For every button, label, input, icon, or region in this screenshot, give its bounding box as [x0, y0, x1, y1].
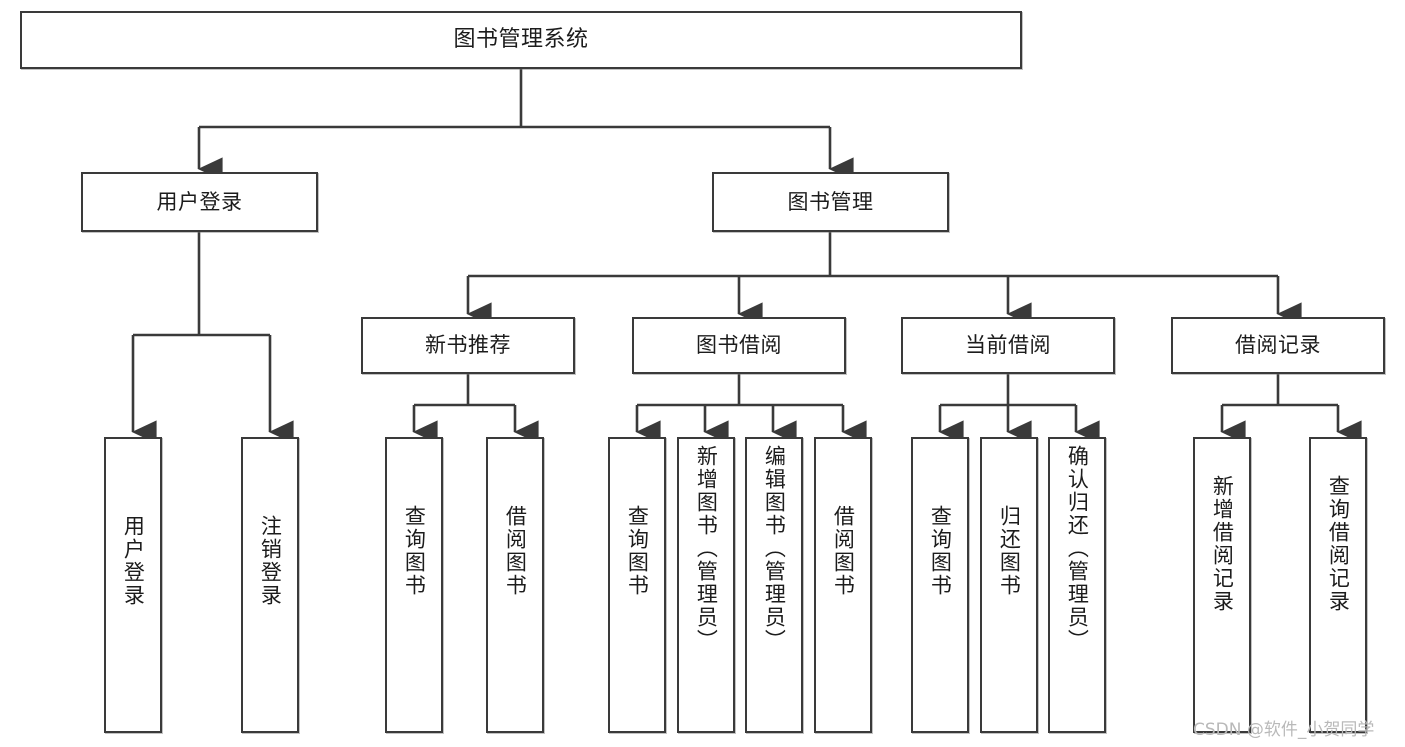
- node-leaf-edit-book-label: 编辑图书（管理员）: [762, 445, 787, 652]
- node-leaf-logout-login[interactable]: 注销登录: [241, 437, 299, 733]
- node-borrow-record[interactable]: 借阅记录: [1171, 317, 1385, 374]
- node-leaf-user-login-label: 用户登录: [121, 515, 146, 607]
- node-user-login[interactable]: 用户登录: [81, 172, 318, 232]
- node-leaf-query-record-label: 查询借阅记录: [1326, 475, 1351, 613]
- node-new-book-rec-label: 新书推荐: [425, 333, 511, 358]
- node-leaf-return-book-label: 归还图书: [997, 505, 1022, 597]
- node-user-login-label: 用户登录: [156, 189, 243, 214]
- node-leaf-query-book-3[interactable]: 查询图书: [911, 437, 969, 733]
- node-leaf-query-book-1[interactable]: 查询图书: [385, 437, 443, 733]
- node-leaf-borrow-book-2[interactable]: 借阅图书: [814, 437, 872, 733]
- node-leaf-return-book[interactable]: 归还图书: [980, 437, 1038, 733]
- node-leaf-add-record[interactable]: 新增借阅记录: [1193, 437, 1251, 733]
- node-leaf-query-book-2-label: 查询图书: [625, 505, 650, 597]
- node-leaf-borrow-book-1-label: 借阅图书: [503, 505, 528, 597]
- node-leaf-edit-book[interactable]: 编辑图书（管理员）: [745, 437, 803, 733]
- csdn-watermark: CSDN @软件_小贺同学: [1193, 720, 1375, 740]
- node-current-borrow-label: 当前借阅: [965, 333, 1051, 358]
- node-book-manage-label: 图书管理: [787, 189, 874, 214]
- node-borrow-record-label: 借阅记录: [1235, 333, 1321, 358]
- node-leaf-logout-login-label: 注销登录: [258, 515, 283, 607]
- node-leaf-add-book-label: 新增图书（管理员）: [694, 445, 719, 652]
- node-leaf-query-book-3-label: 查询图书: [928, 505, 953, 597]
- node-leaf-confirm-return[interactable]: 确认归还（管理员）: [1048, 437, 1106, 733]
- node-leaf-borrow-book-2-label: 借阅图书: [831, 505, 856, 597]
- node-book-borrow-label: 图书借阅: [696, 333, 782, 358]
- node-leaf-query-book-2[interactable]: 查询图书: [608, 437, 666, 733]
- node-root[interactable]: 图书管理系统: [20, 11, 1022, 69]
- node-leaf-borrow-book-1[interactable]: 借阅图书: [486, 437, 544, 733]
- node-leaf-add-record-label: 新增借阅记录: [1210, 475, 1235, 613]
- node-leaf-query-record[interactable]: 查询借阅记录: [1309, 437, 1367, 733]
- node-leaf-query-book-1-label: 查询图书: [402, 505, 427, 597]
- node-leaf-user-login[interactable]: 用户登录: [104, 437, 162, 733]
- node-leaf-confirm-return-label: 确认归还（管理员）: [1065, 445, 1090, 652]
- node-leaf-add-book[interactable]: 新增图书（管理员）: [677, 437, 735, 733]
- node-book-manage[interactable]: 图书管理: [712, 172, 949, 232]
- node-book-borrow[interactable]: 图书借阅: [632, 317, 846, 374]
- node-new-book-rec[interactable]: 新书推荐: [361, 317, 575, 374]
- node-current-borrow[interactable]: 当前借阅: [901, 317, 1115, 374]
- node-root-label: 图书管理系统: [453, 27, 589, 53]
